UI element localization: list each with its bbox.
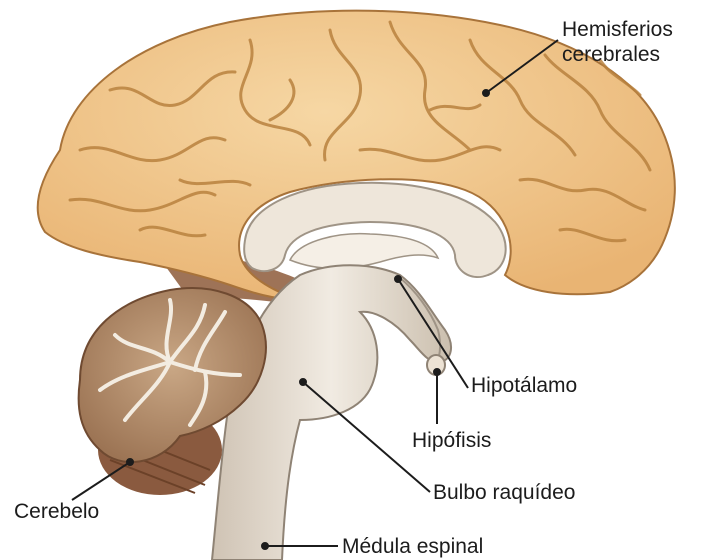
- label-cerebelo: Cerebelo: [14, 499, 99, 524]
- label-bulbo-raquideo: Bulbo raquídeo: [433, 480, 575, 505]
- label-hemisferios-line2: cerebrales: [562, 42, 673, 67]
- label-hemisferios-cerebrales: Hemisferios cerebrales: [562, 17, 673, 67]
- label-hipotalamo: Hipotálamo: [471, 373, 577, 398]
- label-medula-espinal: Médula espinal: [342, 534, 483, 559]
- label-hipofisis: Hipófisis: [412, 428, 491, 453]
- label-hemisferios-line1: Hemisferios: [562, 17, 673, 42]
- corpus-callosum: [244, 183, 506, 277]
- leader-bulbo: [303, 382, 430, 492]
